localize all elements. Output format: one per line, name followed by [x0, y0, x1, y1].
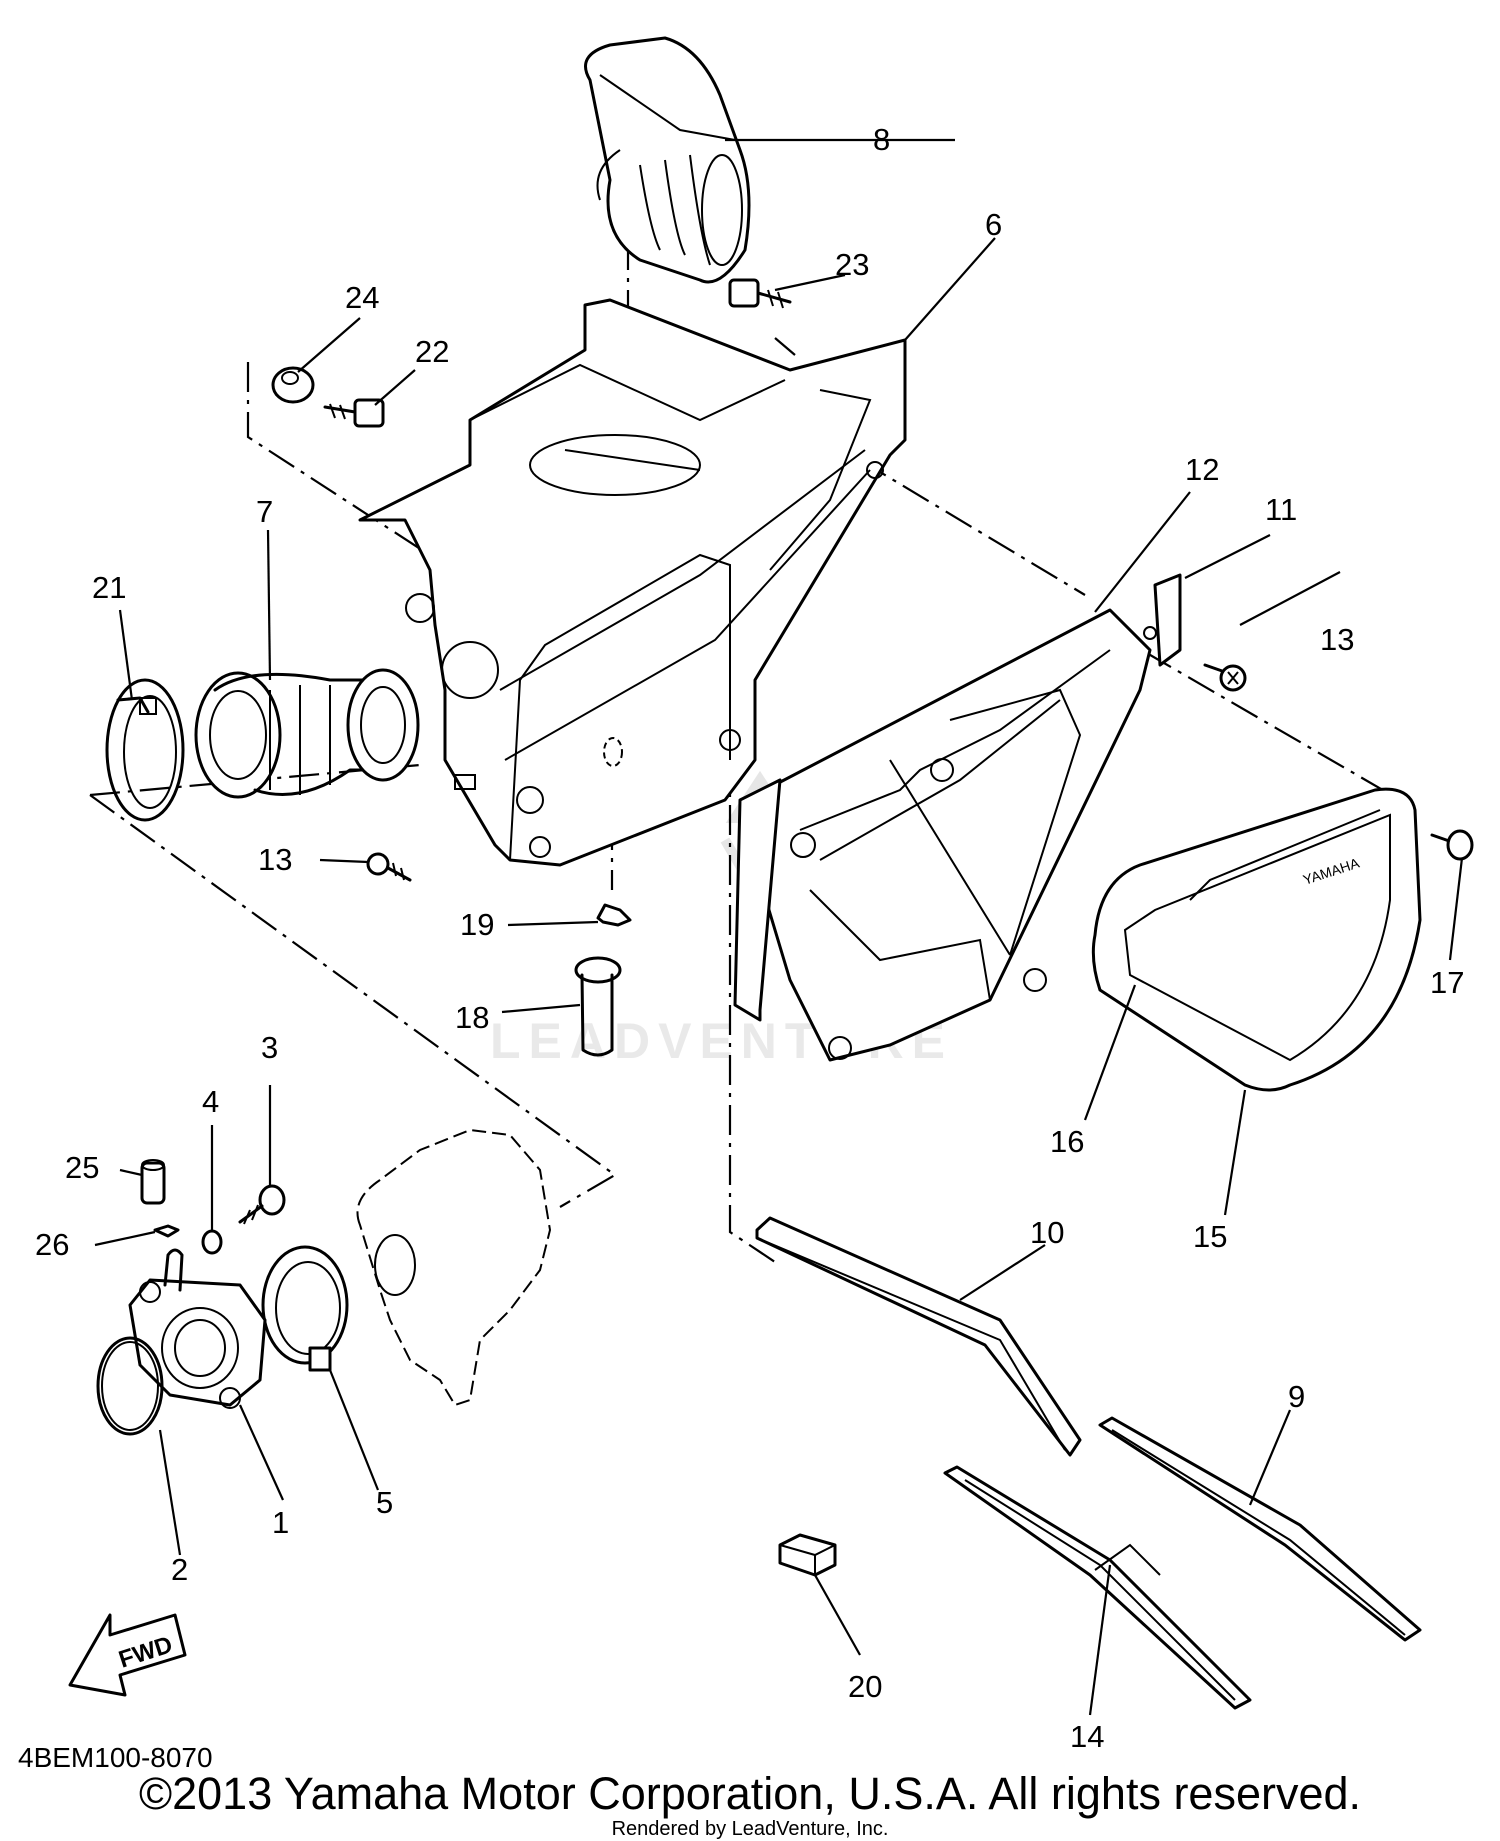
element-part-9	[1098, 1416, 1422, 1642]
air-box-case-part-6	[358, 298, 907, 867]
element-part-14	[943, 1465, 1252, 1710]
clamp-part-21	[105, 678, 185, 822]
callout-11: 11	[1265, 492, 1297, 527]
intake-duct-part-8	[584, 36, 751, 284]
callout-6: 6	[985, 207, 1002, 242]
callout-14: 14	[1070, 1719, 1104, 1754]
callout-24: 24	[345, 280, 379, 315]
collar-part-25	[140, 1159, 166, 1205]
callout-4: 4	[202, 1084, 219, 1119]
clip-part-26	[153, 1224, 180, 1238]
callout-13-right: 13	[1320, 622, 1354, 657]
callout-23: 23	[835, 247, 869, 282]
hose-part-18	[574, 956, 622, 1057]
callout-5: 5	[376, 1485, 393, 1520]
washer-part-4	[201, 1229, 223, 1255]
side-cover-part-15: YAMAHA	[1091, 787, 1422, 1092]
joint-part-7	[194, 668, 420, 799]
screw-part-13-left	[366, 852, 412, 882]
callout-12: 12	[1185, 452, 1219, 487]
callout-21: 21	[92, 570, 126, 605]
callout-26: 26	[35, 1227, 69, 1262]
element-holder-frame	[733, 608, 1152, 1062]
callout-13-left: 13	[258, 842, 292, 877]
callout-10: 10	[1030, 1215, 1064, 1250]
fwd-arrow: FWD	[68, 1613, 187, 1697]
callout-22: 22	[415, 334, 449, 369]
callout-20: 20	[848, 1669, 882, 1704]
callout-9: 9	[1288, 1379, 1305, 1414]
callout-18: 18	[455, 1000, 489, 1035]
callout-2: 2	[171, 1552, 188, 1587]
copyright-notice: ©2013 Yamaha Motor Corporation, U.S.A. A…	[138, 1768, 1362, 1819]
callout-7: 7	[256, 494, 273, 529]
carburetor-outline	[356, 1128, 552, 1407]
carburetor-joint-part-1	[128, 1248, 267, 1409]
damper-part-20	[778, 1533, 837, 1577]
rendered-by-notice: Rendered by LeadVenture, Inc.	[611, 1818, 889, 1840]
callout-15: 15	[1193, 1219, 1227, 1254]
leader-lines	[94, 138, 1464, 1716]
callout-17: 17	[1430, 965, 1464, 1000]
callout-25: 25	[65, 1150, 99, 1185]
clamp-part-5	[261, 1245, 349, 1372]
element-part-10	[755, 1216, 1082, 1457]
callout-3: 3	[261, 1030, 278, 1065]
screw-part-3	[238, 1184, 286, 1225]
callout-19: 19	[460, 907, 494, 942]
washer-part-24	[271, 366, 315, 404]
o-ring-part-2	[96, 1336, 164, 1436]
callout-1: 1	[272, 1505, 289, 1540]
callout-8: 8	[873, 122, 890, 157]
callout-16: 16	[1050, 1124, 1084, 1159]
screw-part-17	[1430, 829, 1474, 861]
bolt-part-23	[728, 278, 792, 309]
clip-part-19	[596, 903, 632, 927]
diagram-code: 4BEM100-8070	[18, 1742, 213, 1773]
screw-part-13-right	[1203, 663, 1247, 692]
callout-labels: 1 2 3 4 5 6 7 8 9 10 11 12 13 13 14 15 1…	[35, 122, 1464, 1754]
bolt-part-22	[323, 398, 385, 428]
